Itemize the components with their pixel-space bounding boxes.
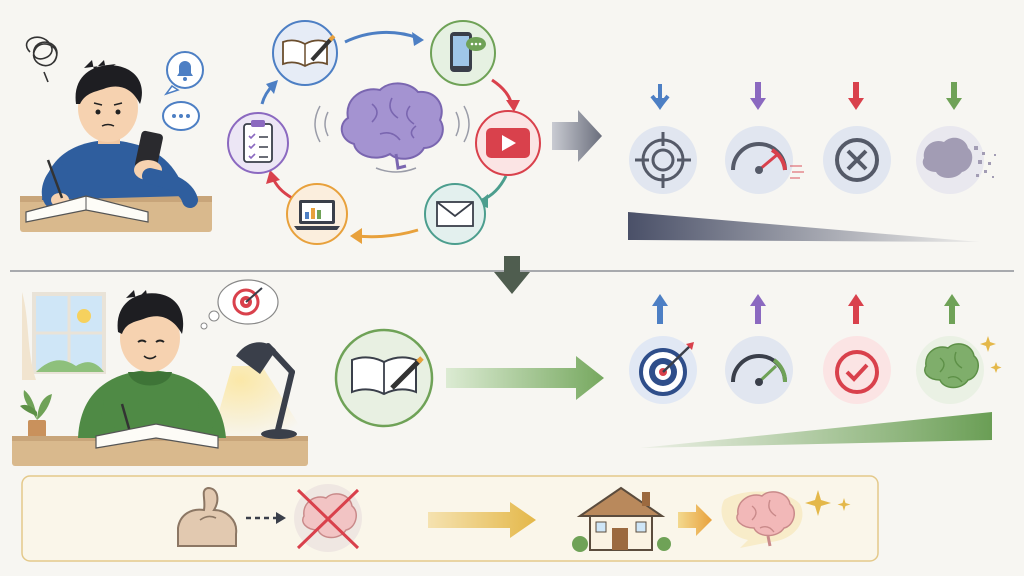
gold-arrow-1 xyxy=(428,502,536,538)
video-play-icon xyxy=(475,110,541,176)
confused-scribble-icon xyxy=(25,36,58,83)
top-outcome-x-circle xyxy=(823,82,891,194)
bottom-outcome-sparkling-brain xyxy=(916,294,1002,404)
chat-notification-icon xyxy=(162,101,200,131)
distraction-cycle xyxy=(227,20,541,245)
bell-notification-icon xyxy=(163,51,204,96)
increasing-wedge xyxy=(640,412,992,448)
crossed-brain-icon xyxy=(294,484,362,552)
open-book-icon-bottom xyxy=(95,423,219,449)
sun-icon xyxy=(77,309,91,323)
cycle-arrow-blue xyxy=(344,30,419,44)
transition-down-arrow xyxy=(494,256,530,294)
focused-student-scene xyxy=(12,279,308,466)
bottom-outcome-bullseye xyxy=(629,294,697,404)
laptop-chart-icon xyxy=(286,183,348,245)
potted-plant-icon xyxy=(20,390,52,440)
desk-lamp-icon xyxy=(236,342,297,439)
phone-chat-icon xyxy=(430,20,496,86)
decreasing-wedge xyxy=(628,212,980,242)
bottom-outcome-speedometer xyxy=(725,294,793,404)
healthy-brain-icon xyxy=(721,491,803,548)
pencil-icon xyxy=(46,159,64,199)
flexed-arm-icon xyxy=(177,486,238,547)
single-task-book-icon xyxy=(334,328,434,428)
house-icon xyxy=(572,486,671,552)
sparkle-icon-large xyxy=(805,490,831,516)
bottom-outcome-check-circle xyxy=(823,294,891,404)
cycle-arrow-orange xyxy=(355,228,419,239)
top-outcome-fading-brain xyxy=(916,82,996,194)
book-pencil-icon xyxy=(272,20,338,86)
sparkle-icon-small xyxy=(837,498,851,511)
sparkle-icon xyxy=(980,336,996,352)
distracted-student-scene xyxy=(20,36,212,232)
clipboard-checklist-icon xyxy=(227,112,289,174)
top-outcome-speedometer xyxy=(725,82,804,194)
goal-thought-bubble-icon xyxy=(200,279,279,330)
gold-arrow-2 xyxy=(678,504,712,536)
email-icon xyxy=(424,183,486,245)
bottom-result-arrow xyxy=(446,356,604,400)
brain-icon xyxy=(314,82,470,173)
top-outcome-target xyxy=(629,84,697,194)
top-result-arrow xyxy=(552,110,602,162)
